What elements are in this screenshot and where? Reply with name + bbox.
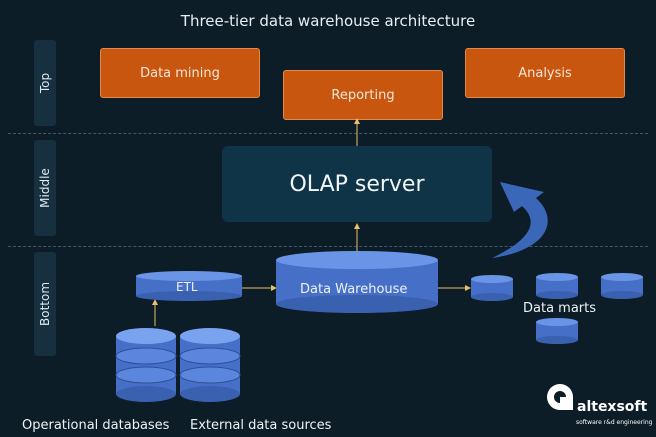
- reporting-box: Reporting: [283, 70, 443, 120]
- operational-databases-label: Operational databases: [22, 418, 170, 433]
- logo-tagline: software r&d engineering: [576, 419, 653, 426]
- diagram-title: Three-tier data warehouse architecture: [180, 12, 476, 30]
- tier-strip-middle: Middle: [34, 140, 56, 236]
- tier-divider-middle-bottom: [8, 246, 648, 247]
- data-marts-label: Data marts: [523, 301, 597, 316]
- data-mart-cylinder-3: [601, 273, 643, 299]
- olap-server-box: OLAP server: [222, 146, 492, 222]
- altexsoft-logo-icon: [547, 384, 573, 410]
- operational-databases-stack: [115, 328, 177, 402]
- external-data-sources-label: External data sources: [190, 418, 332, 433]
- data-mart-cylinder-2: [536, 273, 578, 299]
- etl-cylinder: [136, 271, 242, 301]
- tier-strip-bottom: Bottom: [34, 252, 56, 356]
- data-warehouse-label: Data Warehouse: [300, 282, 408, 297]
- tier-strip-top: Top: [34, 40, 56, 126]
- data-mart-cylinder-4: [536, 318, 578, 344]
- tier-divider-top-middle: [8, 133, 648, 134]
- data-mining-box: Data mining: [100, 48, 260, 98]
- logo-wordmark: altexsoft: [577, 399, 648, 415]
- analysis-box: Analysis: [465, 48, 625, 98]
- data-mart-cylinder-1: [471, 275, 513, 301]
- external-data-sources-stack: [179, 328, 241, 402]
- curved-arrow-icon: [492, 182, 548, 272]
- data-warehouse-cylinder: [276, 251, 438, 313]
- etl-label: ETL: [176, 280, 198, 294]
